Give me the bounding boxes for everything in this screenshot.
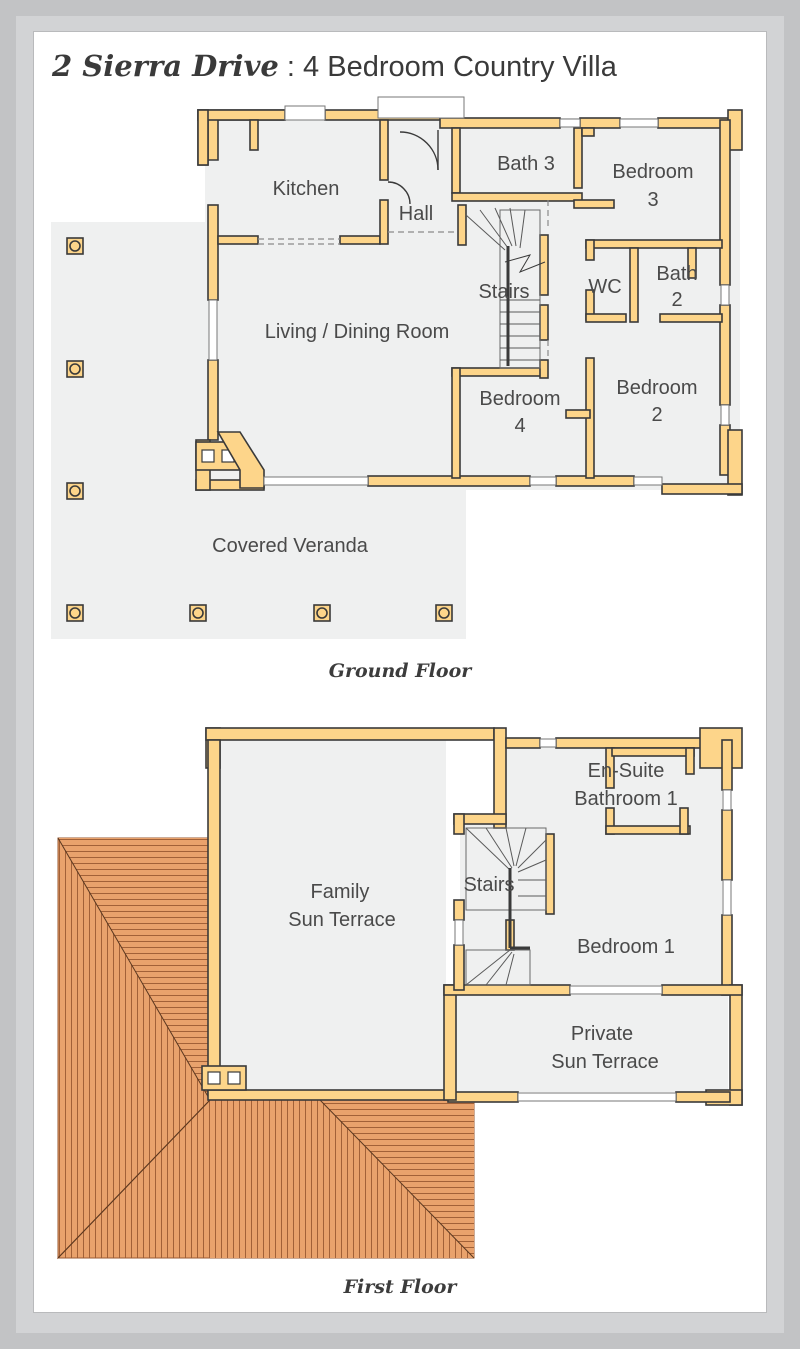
room-label-private-line1: Private — [571, 1023, 633, 1045]
room-label-bedroom-2-line1: Bedroom — [616, 377, 697, 399]
room-label-stairs: Stairs — [478, 281, 529, 303]
ground-walls — [195, 109, 743, 496]
room-label-living-dining: Living / Dining Room — [265, 321, 450, 343]
first-walls — [201, 727, 743, 1106]
room-label-bedroom-4-line2: 4 — [514, 415, 525, 437]
room-label-en-suite-line1: En-Suite — [588, 760, 665, 782]
entrance-canopy — [377, 96, 465, 119]
title-separator: : — [278, 51, 304, 83]
family-sun-terrace-area — [218, 740, 446, 1092]
room-label-private-line2: Sun Terrace — [551, 1051, 658, 1073]
ground-windows — [208, 96, 730, 486]
property-description: 4 Bedroom Country Villa — [303, 51, 617, 83]
room-label-en-suite-line2: Bathroom 1 — [574, 788, 677, 810]
room-label-family-line1: Family — [311, 881, 370, 903]
room-label-bedroom-3-line2: 3 — [647, 189, 658, 211]
room-label-bath-2-line2: 2 — [671, 289, 682, 311]
room-label-bath-3: Bath 3 — [497, 153, 555, 175]
first-room-labels: En-Suite Bathroom 1 Family Sun Terrace S… — [288, 760, 677, 1073]
ground-interior — [196, 118, 740, 490]
room-label-covered-veranda: Covered Veranda — [212, 535, 369, 557]
ground-doors — [258, 130, 549, 360]
room-label-wc: WC — [588, 276, 621, 298]
room-label-first-stairs: Stairs — [463, 874, 514, 896]
room-label-kitchen: Kitchen — [273, 178, 340, 200]
room-label-bath-2-line1: Bath — [656, 263, 697, 285]
room-label-family-line2: Sun Terrace — [288, 909, 395, 931]
veranda-posts — [66, 237, 453, 622]
ground-room-labels: Kitchen Hall Bath 3 Bedroom 3 Stairs WC … — [212, 153, 697, 557]
ground-floor-label: Ground Floor — [329, 660, 473, 682]
ground-stairs — [465, 207, 546, 369]
first-windows — [454, 738, 732, 1102]
room-label-bedroom-4-line1: Bedroom — [479, 388, 560, 410]
room-label-bedroom-2-line2: 2 — [651, 404, 662, 426]
room-label-hall: Hall — [399, 203, 433, 225]
ground-floor-plan: Kitchen Hall Bath 3 Bedroom 3 Stairs WC … — [51, 96, 743, 682]
first-floor-label: First Floor — [343, 1276, 459, 1298]
page-title: 2 Sierra Drive : 4 Bedroom Country Villa — [52, 48, 617, 85]
first-interior — [460, 745, 722, 985]
private-sun-terrace-area — [454, 995, 728, 1092]
first-floor-plan: En-Suite Bathroom 1 Family Sun Terrace S… — [56, 727, 743, 1298]
first-stairs — [465, 827, 547, 986]
room-label-bedroom-1: Bedroom 1 — [577, 936, 675, 958]
property-name: 2 Sierra Drive — [52, 49, 279, 83]
room-label-bedroom-3-line1: Bedroom — [612, 161, 693, 183]
